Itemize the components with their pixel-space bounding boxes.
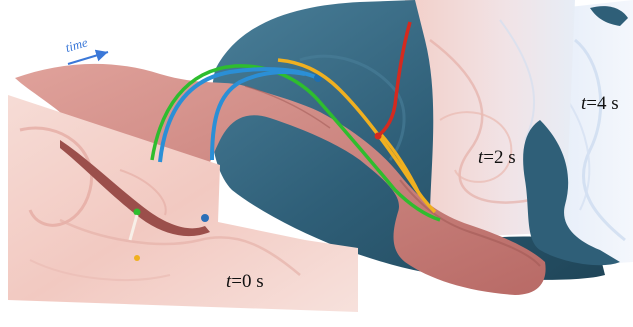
seed-point-green xyxy=(134,209,141,216)
label-t2: t=2 s xyxy=(478,147,516,169)
seed-point-blue xyxy=(201,214,209,222)
label-t2-value: =2 s xyxy=(483,147,515,168)
seed-point-yellow xyxy=(134,255,140,261)
label-t4-value: =4 s xyxy=(586,93,618,114)
label-t0: t=0 s xyxy=(226,271,264,293)
label-t0-value: =0 s xyxy=(231,271,263,292)
label-t4: t=4 s xyxy=(581,93,619,115)
